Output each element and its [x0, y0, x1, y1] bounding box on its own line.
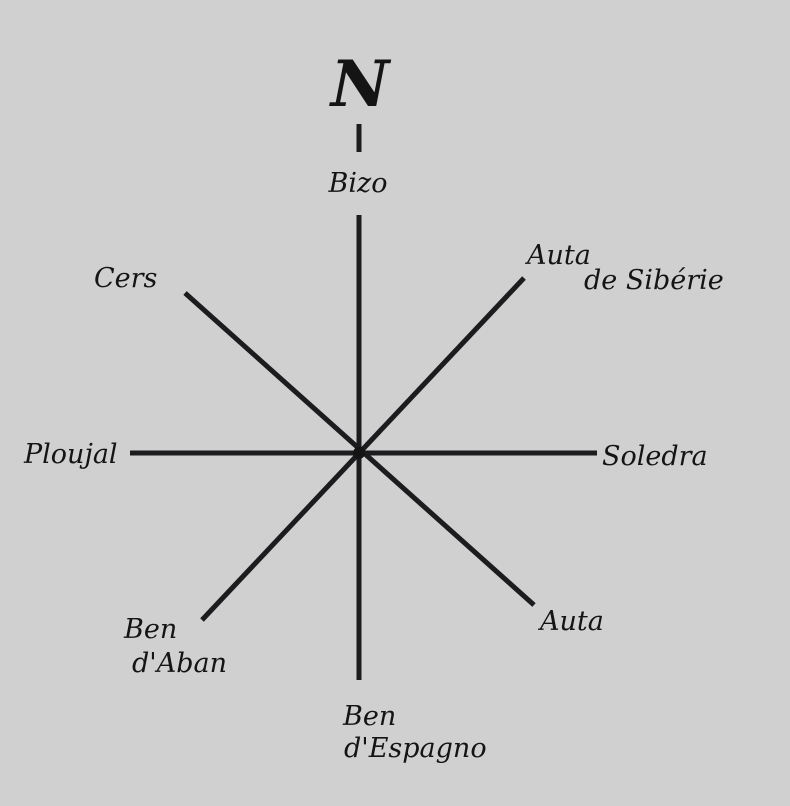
label-ben-d-espagno-line1: Ben — [342, 701, 396, 732]
north-label: N — [329, 47, 392, 122]
label-cers: Cers — [94, 263, 157, 294]
label-ben-d-espagno-line2: d'Espagno — [344, 733, 487, 764]
label-ben-d-aban-line1: Ben — [123, 614, 177, 645]
label-soledra: Soledra — [602, 441, 708, 472]
label-auta: Auta — [537, 606, 604, 637]
label-ploujal: Ploujal — [23, 439, 118, 470]
label-auta-de-siberie-line2: de Sibérie — [584, 265, 724, 296]
label-bizo: Bizo — [328, 168, 388, 199]
label-ben-d-aban-line2: d'Aban — [132, 648, 227, 679]
label-auta-de-siberie-line1: Auta — [524, 240, 591, 271]
center-point — [353, 447, 365, 459]
